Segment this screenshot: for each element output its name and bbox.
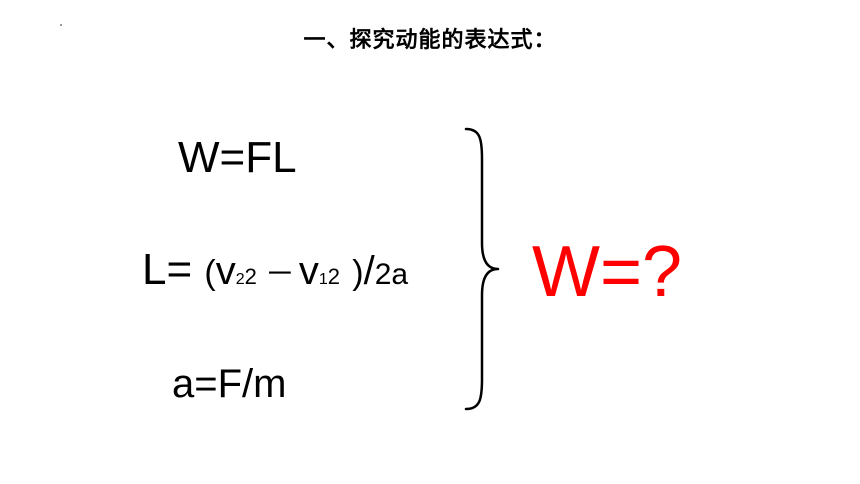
equation-displacement: L= (v22－v12 )/2a <box>142 248 408 292</box>
eq2-sup-1: 2 <box>327 264 341 289</box>
equation-work: W=FL <box>178 133 297 182</box>
slide-title: 一、探究动能的表达式： <box>303 28 557 53</box>
eq2-lhs: L= <box>142 245 193 294</box>
eq2-slash: / <box>363 249 375 293</box>
eq2-minus: － <box>264 258 295 291</box>
result-question: W=? <box>532 232 683 312</box>
eq2-open-paren: ( <box>204 254 216 292</box>
eq2-v1: v <box>298 249 319 293</box>
eq2-v2: v <box>215 249 236 293</box>
right-brace <box>464 127 500 411</box>
eq2-sub-1: 1 <box>318 271 328 288</box>
decorative-dot <box>60 24 62 26</box>
eq2-sup-2: 2 <box>244 264 257 289</box>
equation-acceleration: a=F/m <box>172 362 287 406</box>
eq2-denominator: 2a <box>374 258 409 291</box>
eq2-sub-2: 2 <box>235 271 245 288</box>
eq2-close-paren: ) <box>352 254 364 292</box>
